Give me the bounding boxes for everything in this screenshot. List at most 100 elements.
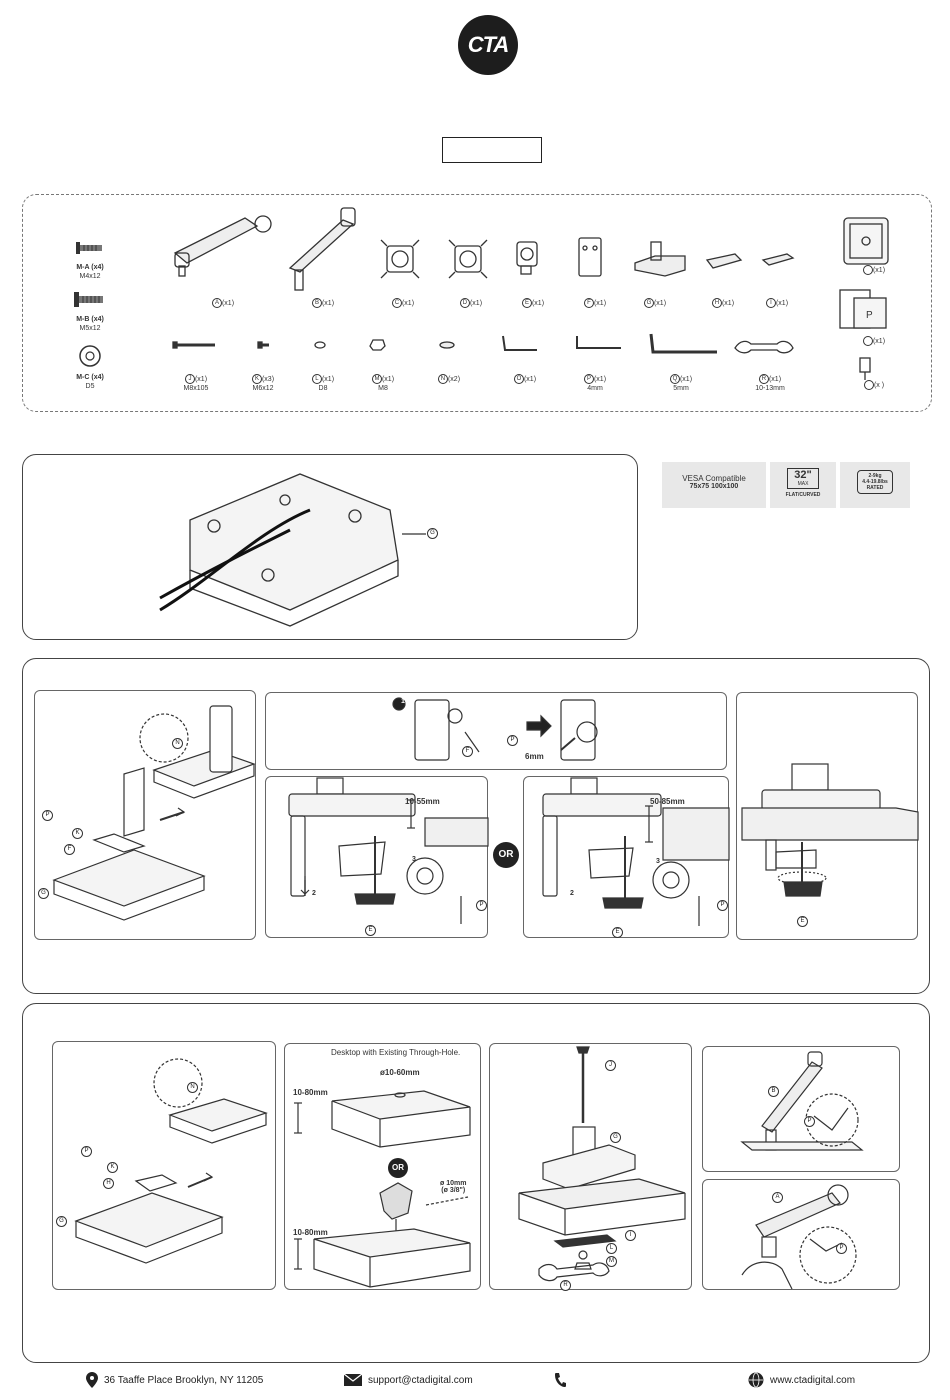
clamp-range-b-illustration [542,777,730,926]
part-qty: (x1) [593,375,607,383]
drill-size-imperial: (ø 3/8") [441,1187,466,1194]
callout-p-a2: P [836,1243,847,1254]
thickness-b: 10-80mm [293,1228,328,1237]
callout-p-a: P [476,900,487,911]
callout-k: K [72,828,83,839]
spec-screen: 32" MAX FLAT/CURVED [770,462,836,508]
base-cable-panel [22,454,638,640]
part-label-m: M(x1)M8 [366,374,400,393]
part-label-l: L(x1)D8 [306,374,340,393]
callout-e-tight: E [797,916,808,927]
part-qty: (x1) [321,299,335,307]
part-qty: (x1) [469,299,483,307]
clamp-range-a-illustration [288,777,489,924]
side-part-circle [862,336,873,346]
vesa-sizes: 75x75 100x100 [689,483,739,490]
step2-marker-b: 2 [570,890,574,897]
drill-size: ø 10mm (ø 3/8") [440,1180,466,1194]
part-size: 4mm [587,385,603,392]
part-size: M8x105 [183,385,209,392]
callout-j: J [605,1060,616,1071]
part-label-r: R(x1)10-13mm [750,374,790,393]
grommet-bolt-illustration [518,1046,686,1282]
hw-id: M-A [76,264,90,271]
part-label-b: B(x1) [308,298,338,308]
part-letter: B [311,298,322,308]
grommet-hole-illustration [294,1090,471,1288]
part-letter: F [583,298,594,308]
parts-list-panel [22,194,932,412]
part-label-p: P(x1) 4mm [578,374,612,393]
part-letter: D [459,298,470,308]
part-qty: (x ) [873,381,885,389]
callout-p-b2: P [804,1116,815,1127]
callout-p-step1: P [507,735,518,746]
callout-a: A [772,1192,783,1203]
spec-weight: 2-9kg 4.4-19.8lbs RATED [840,462,910,508]
part-label-k: K(x3)M6x12 [246,374,280,393]
parts-row2-illustrations [172,333,794,354]
step1-marker: 1 [401,698,405,705]
vesa-title: VESA Compatible [682,474,746,483]
part-label-o: O(x1) [508,374,542,384]
part-label-g: G(x1) [640,298,670,308]
screw-m-a-icon [76,242,102,254]
part-size: 5mm [673,385,689,392]
website-link[interactable]: www.ctadigital.com [770,1374,856,1386]
clamp-tighten-illustration [741,763,919,897]
location-pin-icon [86,1372,98,1388]
clamp-step1-illustration [392,697,598,761]
step1-size: 6mm [525,752,544,761]
part-qty: (x1) [321,375,335,383]
side-parts-illustrations: P [839,217,889,380]
part-letter: A [211,298,222,308]
part-size: M8 [378,385,388,392]
callout-r: R [560,1280,571,1291]
part-qty: (x1) [593,299,607,307]
or-badge: OR [493,842,519,868]
hw-id: M-C [76,374,90,381]
footer-address: 36 Taaffe Place Brooklyn, NY 11205 [86,1372,263,1388]
part-letter: K [251,374,262,384]
part-qty: (x1) [194,375,208,383]
title-box [442,137,542,163]
svg-text:P: P [866,310,873,321]
callout-p: P [42,810,53,821]
part-label-c: C(x1) [388,298,418,308]
grommet-step-plate [52,1041,276,1290]
email-link[interactable]: support@ctadigital.com [368,1374,473,1386]
grommet-bolt-step [489,1043,692,1290]
clamp-step-1 [265,692,727,770]
hardware-m-b: M-B (x4) M5x12 [60,288,120,333]
side-part-label-3: (x ) [858,380,890,390]
part-size: D8 [318,385,328,392]
address-text: 36 Taaffe Place Brooklyn, NY 11205 [104,1374,264,1386]
part-letter: P [583,374,594,384]
callout-g-r: G [610,1132,621,1143]
part-letter: N [437,374,448,384]
callout-e-a: E [365,925,376,936]
hw-id: M-B [76,316,90,323]
cta-logo: CTA [458,15,518,75]
footer-email: support@ctadigital.com [343,1373,473,1386]
hw-qty: (x4) [91,316,104,323]
part-qty: (x1) [653,299,667,307]
clamp-step-bracket [34,690,256,940]
phone-icon [555,1373,566,1387]
logo-text: CTA [467,32,510,57]
part-letter: G [643,298,654,308]
callout-e-b: E [612,927,623,938]
callout-f-step1: F [462,746,473,757]
grommet-install-panel [22,1003,930,1363]
part-letter: O [513,374,524,384]
step2-marker-a: 2 [312,890,316,897]
clamp-install-panel [22,658,930,994]
footer-website: www.ctadigital.com [748,1372,855,1388]
washer-m-c-icon [79,345,101,367]
part-letter: I [765,298,776,308]
callout-b: B [768,1086,779,1097]
side-part-circle [863,380,874,390]
part-qty: (x1) [679,375,693,383]
hw-size: M5x12 [79,325,101,332]
callout-p-b: P [717,900,728,911]
